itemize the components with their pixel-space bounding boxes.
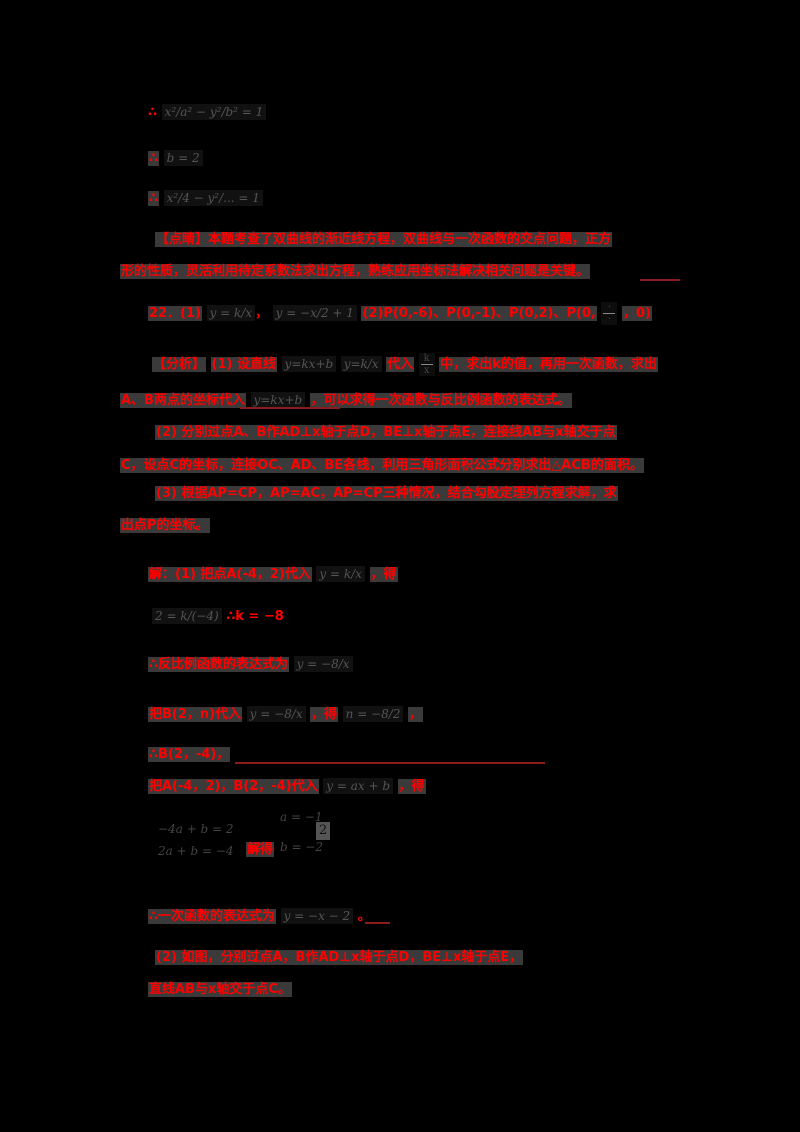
solution-line-7: ∴一次函数的表达式为 y = −x − 2 。 bbox=[148, 908, 371, 925]
solution-line-3: ∴反比例函数的表达式为 y = −8/x bbox=[148, 656, 353, 673]
solution-text: ，得 bbox=[310, 707, 339, 722]
solution-text: ∴反比例函数的表达式为 bbox=[148, 657, 290, 672]
note-text: 【点睛】本题考查了双曲线的渐近线方程，双曲线与一次函数的交点问题，正方 bbox=[155, 232, 613, 247]
analysis-text: A、B两点的坐标代入 bbox=[120, 393, 246, 408]
solution-text: 解：(1) 把点A(-4，2)代入 bbox=[148, 567, 312, 582]
formula: y = −x/2 + 1 bbox=[272, 305, 357, 321]
formula: y = −x − 2 bbox=[280, 908, 354, 924]
therefore-symbol: ∴ bbox=[148, 105, 158, 120]
derivation-line-3: ∴ x²/4 − y²/... = 1 bbox=[148, 190, 263, 207]
analysis-label: 【分析】 bbox=[152, 357, 207, 372]
equation-result: a = −1 b = −2 bbox=[280, 806, 323, 858]
result-row: a = −1 bbox=[280, 810, 323, 824]
equation-row: 2a + b = −4 bbox=[158, 844, 234, 858]
solution-text: 。 bbox=[357, 909, 371, 924]
solution-text: ，得 bbox=[397, 779, 426, 794]
answer-22: 22．(1) y = k/x， y = −x/2 + 1 (2)P(0,-6)、… bbox=[148, 302, 653, 325]
fraction-denominator: 2 bbox=[316, 822, 330, 840]
formula: y = −8/x bbox=[293, 656, 353, 672]
note-text: 形的性质，灵活利用待定系数法求出方程，熟练应用坐标法解决相关问题是关键。 bbox=[120, 264, 591, 279]
formula: y = k/x bbox=[206, 305, 256, 321]
analysis-text: 代入 bbox=[386, 357, 415, 372]
underline-mark bbox=[640, 279, 680, 281]
solution-text: 直线AB与x轴交于点C。 bbox=[148, 982, 292, 997]
solution-text: ，得 bbox=[369, 567, 398, 582]
formula: 2 = k/(−4) bbox=[152, 608, 222, 624]
solution-text: ， bbox=[407, 707, 423, 722]
solve-label: 解得 bbox=[246, 842, 275, 858]
answer-part2: (2)P(0,-6)、P(0,-1)、P(0,2)、P(0, bbox=[361, 306, 597, 321]
equation-row: −4a + b = 2 bbox=[158, 822, 234, 836]
analysis-text: C，设点C的坐标，连接OC、AD、BE各线，利用三角形面积公式分别求出△ACB的… bbox=[120, 458, 644, 473]
formula: y = k/x bbox=[316, 566, 365, 582]
formula: n = −8/2 bbox=[342, 706, 404, 722]
solution-text: ∴k = −8 bbox=[226, 609, 284, 624]
analysis-line-3: (2) 分别过点A、B作AD⊥x轴于点D，BE⊥x轴于点E，连接线AB与x轴交于… bbox=[155, 425, 617, 441]
analysis-line-4: C，设点C的坐标，连接OC、AD、BE各线，利用三角形面积公式分别求出△ACB的… bbox=[120, 458, 644, 474]
therefore-symbol: ∴ bbox=[148, 151, 160, 166]
underline-mark bbox=[235, 762, 545, 764]
analysis-text: (3) 根据AP=CP，AP=AC，AP=CP三种情况，结合勾股定理列方程求解，… bbox=[155, 486, 618, 501]
derivation-line-2: ∴ b = 2 bbox=[148, 150, 203, 167]
answer-part2-end: ，0) bbox=[622, 306, 653, 321]
analysis-text: (1) 设直线 bbox=[210, 357, 278, 372]
solution-text: (2) 如图，分别过点A，B作AD⊥x轴于点D，BE⊥x轴于点E， bbox=[155, 950, 524, 965]
analysis-text: 出点P的坐标。 bbox=[120, 518, 210, 533]
solution-text: ∴一次函数的表达式为 bbox=[148, 909, 277, 924]
note-paragraph-line-2: 形的性质，灵活利用待定系数法求出方程，熟练应用坐标法解决相关问题是关键。 bbox=[120, 264, 591, 280]
solution-text: ∴B(2，-4)， bbox=[148, 747, 231, 762]
analysis-text: ，可以求得一次函数与反比例函数的表达式。 bbox=[309, 393, 572, 408]
analysis-line-5: (3) 根据AP=CP，AP=AC，AP=CP三种情况，结合勾股定理列方程求解，… bbox=[155, 486, 618, 502]
fraction: ·· bbox=[601, 302, 618, 325]
underline-mark bbox=[365, 922, 390, 924]
formula: x²/4 − y²/... = 1 bbox=[163, 190, 263, 206]
result-row: b = −2 bbox=[280, 840, 324, 854]
underline-mark bbox=[240, 407, 340, 409]
solution-text: 解得 bbox=[246, 842, 275, 857]
solution-line-8: (2) 如图，分别过点A，B作AD⊥x轴于点D，BE⊥x轴于点E， bbox=[155, 950, 524, 966]
formula: y=k/x bbox=[340, 356, 382, 372]
formula: y=kx+b bbox=[281, 356, 337, 372]
note-paragraph-line-1: 【点睛】本题考查了双曲线的渐近线方程，双曲线与一次函数的交点问题，正方 bbox=[155, 232, 613, 248]
solution-text: 把B(2，n)代入 bbox=[148, 707, 243, 722]
analysis-line-2: A、B两点的坐标代入 y=kx+b ，可以求得一次函数与反比例函数的表达式。 bbox=[120, 392, 572, 409]
answer-label: 22．(1) bbox=[148, 306, 203, 321]
solution-line-5: ∴B(2，-4)， bbox=[148, 747, 231, 763]
formula: y = ax + b bbox=[323, 778, 393, 794]
solution-line-1: 解：(1) 把点A(-4，2)代入 y = k/x ，得 bbox=[148, 566, 398, 583]
solution-line-4: 把B(2，n)代入 y = −8/x ，得 n = −8/2 ， bbox=[148, 706, 423, 723]
formula: x²/a² − y²/b² = 1 bbox=[161, 104, 267, 120]
formula: y = −8/x bbox=[246, 706, 306, 722]
therefore-symbol: ∴ bbox=[148, 191, 160, 206]
solution-text: 把A(-4，2)，B(2，-4)代入 bbox=[148, 779, 319, 794]
equation-system: −4a + b = 2 2a + b = −4 bbox=[158, 818, 234, 862]
formula: b = 2 bbox=[163, 150, 203, 166]
solution-line-6: 把A(-4，2)，B(2，-4)代入 y = ax + b ，得 bbox=[148, 778, 426, 795]
solution-line-2: 2 = k/(−4) ∴k = −8 bbox=[152, 608, 284, 625]
analysis-line-6: 出点P的坐标。 bbox=[120, 518, 210, 534]
analysis-text: 中，求出k的值，再用一次函数，求出 bbox=[439, 357, 658, 372]
solution-line-9: 直线AB与x轴交于点C。 bbox=[148, 982, 292, 998]
derivation-line-1: ∴ x²/a² − y²/b² = 1 bbox=[148, 104, 267, 121]
formula: y=kx+b bbox=[250, 392, 306, 408]
analysis-text: (2) 分别过点A、B作AD⊥x轴于点D，BE⊥x轴于点E，连接线AB与x轴交于… bbox=[155, 425, 617, 440]
